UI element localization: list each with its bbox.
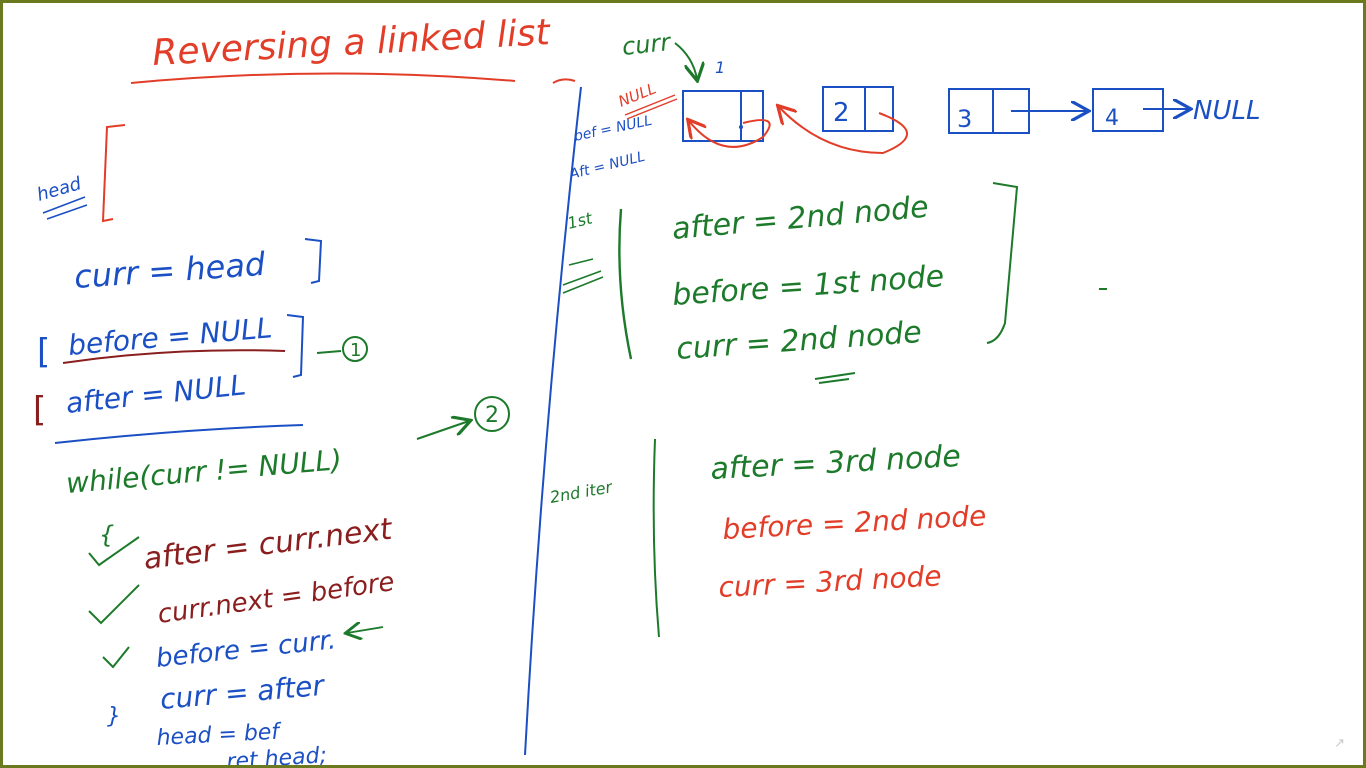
step1-circle — [342, 336, 368, 362]
iter2-after-line: after = 3rd node — [710, 439, 962, 487]
check-3 — [102, 646, 130, 669]
iter1-before-line: before = 1st node — [671, 259, 945, 313]
after-null-line: after = NULL — [64, 368, 247, 420]
center-divider — [524, 86, 582, 756]
section-divider — [54, 424, 304, 444]
curr-head-bracket — [304, 238, 323, 284]
bracket-open-1: [ — [37, 332, 50, 372]
check-2 — [88, 584, 140, 625]
node-2-value: 2 — [833, 98, 850, 128]
iter2-left-bar — [652, 438, 660, 638]
iter2-label: 2nd iter — [548, 477, 614, 507]
title: Reversing a linked list — [151, 12, 552, 74]
node-1-pointer-dot — [739, 125, 743, 129]
tail-null-label: NULL — [1193, 96, 1260, 126]
while-line: while(curr != NULL) — [65, 443, 343, 500]
before-curr-pointer-arrow — [347, 627, 384, 633]
node1-number: 1 — [715, 58, 725, 77]
right-panel: curr 1 NULL bef = NULL Aft = NULL 2 3 — [548, 28, 1260, 638]
iter2-curr-line: curr = 3rd node — [718, 559, 943, 604]
node-1 — [682, 90, 764, 142]
node-4-value: 4 — [1105, 106, 1119, 131]
check-1 — [88, 536, 140, 567]
node1-to-null-arrow — [689, 120, 771, 148]
after-curr-next-line: after = curr.next — [142, 512, 395, 577]
curr-pointer-arrow — [674, 42, 697, 79]
iter1-after-line: after = 2nd node — [671, 190, 930, 247]
node2-to-node1-arrow — [779, 107, 908, 155]
title-underline — [130, 72, 516, 84]
close-brace: } — [107, 704, 121, 729]
aft-null-label: Aft = NULL — [567, 149, 647, 183]
before-null-underline — [62, 349, 286, 364]
head-bracket — [101, 124, 126, 223]
node-1-box — [682, 90, 764, 142]
iter1-left-bar — [618, 208, 633, 360]
step2-circle — [474, 396, 510, 432]
iter1-label: 1st — [565, 208, 594, 233]
bracket-open-2: [ — [33, 390, 46, 430]
curr-pointer-label: curr — [621, 28, 674, 61]
curr-next-before-line: curr.next = before — [156, 567, 397, 630]
head-underline — [42, 196, 88, 220]
left-panel: Reversing a linked list head curr = head… — [33, 12, 553, 768]
ink-layer: Reversing a linked list head curr = head… — [33, 12, 1260, 768]
bef-null-label: bef = NULL — [573, 113, 654, 145]
open-brace: { — [99, 521, 114, 549]
null-left-underline — [624, 94, 678, 120]
step1-connector — [316, 350, 342, 354]
red-tick-mark — [552, 78, 576, 84]
iter1-marks — [562, 258, 604, 294]
null-group-bracket — [286, 314, 305, 378]
step2-arrow — [416, 421, 469, 440]
iter1-right-bracket — [986, 182, 1019, 344]
node-2: 2 — [822, 86, 894, 132]
head-before-line: head = bef — [156, 719, 283, 751]
expand-icon[interactable]: ↗ — [1334, 736, 1345, 751]
before-curr-line: before = curr. — [155, 625, 338, 674]
return-line: ret head; — [226, 743, 328, 768]
null-left-label: NULL — [616, 79, 659, 110]
step1-marker: 1 — [350, 340, 361, 361]
iter2-before-line: before = 2nd node — [722, 499, 987, 546]
curr-after-line: curr = after — [159, 669, 327, 716]
curr-head-line: curr = head — [73, 245, 267, 296]
node-3-value: 3 — [957, 105, 972, 133]
iter1-curr-line: curr = 2nd node — [675, 315, 923, 367]
iter1-curr-underline — [814, 372, 856, 384]
node-2-box — [822, 86, 894, 132]
before-null-line: before = NULL — [67, 311, 274, 362]
step2-marker: 2 — [485, 403, 499, 428]
